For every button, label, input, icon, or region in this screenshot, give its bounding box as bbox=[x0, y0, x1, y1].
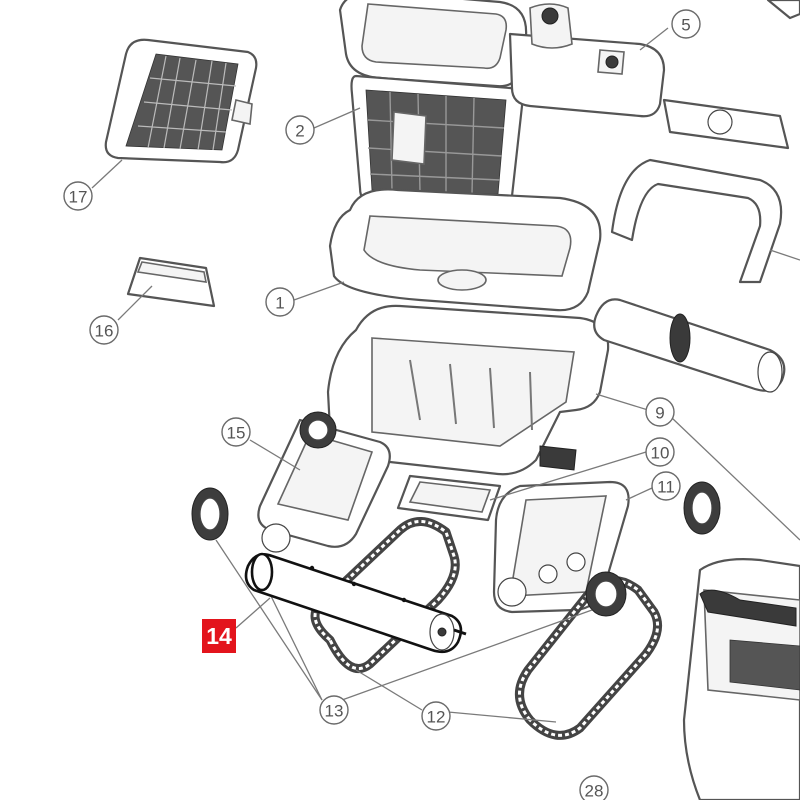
leader-lines bbox=[91, 27, 800, 723]
callout-circle bbox=[285, 115, 315, 145]
callout-circle bbox=[645, 397, 675, 427]
callout-circle bbox=[221, 417, 251, 447]
callout-9: 9 bbox=[645, 397, 675, 427]
callout-number: 2 bbox=[295, 122, 304, 141]
callout-circle bbox=[89, 315, 119, 345]
callout-number: 28 bbox=[585, 782, 604, 800]
callout-15: 15 bbox=[221, 417, 251, 447]
callout-circle bbox=[651, 471, 681, 501]
callout-circle bbox=[265, 287, 295, 317]
callout-13: 13 bbox=[319, 695, 349, 725]
callout-circle bbox=[579, 775, 609, 800]
callout-16: 16 bbox=[89, 315, 119, 345]
callout-10: 10 bbox=[645, 437, 675, 467]
handle-part bbox=[610, 158, 783, 284]
callout-number: 9 bbox=[655, 404, 664, 423]
callout-number: 16 bbox=[95, 322, 114, 341]
callout-17: 17 bbox=[63, 181, 93, 211]
callout-number: 17 bbox=[69, 188, 88, 207]
callout-number: 13 bbox=[325, 702, 344, 721]
callout-number: 10 bbox=[651, 444, 670, 463]
wheel-right-part bbox=[683, 481, 721, 535]
callout-circle bbox=[319, 695, 349, 725]
callout-5: 5 bbox=[671, 9, 701, 39]
wedge-part bbox=[126, 256, 216, 308]
callout-circle bbox=[671, 9, 701, 39]
callout-28: 28 bbox=[579, 775, 609, 800]
callout-circle bbox=[421, 701, 451, 731]
callout-circle bbox=[63, 181, 93, 211]
assembled-unit-part bbox=[682, 558, 800, 800]
motor-cover-part bbox=[508, 0, 800, 150]
wheel-left-part bbox=[191, 487, 229, 541]
callout-1: 1 bbox=[265, 287, 295, 317]
side-frame-left-part bbox=[257, 411, 391, 553]
highlighted-part-number: 14 bbox=[202, 619, 236, 653]
callout-number: 12 bbox=[427, 708, 446, 727]
filter-basket-part bbox=[338, 0, 528, 214]
roller-14-part bbox=[244, 552, 467, 654]
roller-right-part bbox=[593, 298, 786, 393]
callout-number: 1 bbox=[275, 294, 284, 313]
top-shell-part bbox=[328, 188, 602, 312]
callout-12: 12 bbox=[421, 701, 451, 731]
callout-number: 5 bbox=[681, 16, 690, 35]
callout-2: 2 bbox=[285, 115, 315, 145]
plate-part bbox=[396, 474, 502, 522]
filter-panel-part bbox=[104, 38, 258, 164]
callout-11: 11 bbox=[651, 471, 681, 501]
callout-number: 15 bbox=[227, 424, 246, 443]
callout-circle bbox=[645, 437, 675, 467]
chassis-part bbox=[326, 304, 610, 476]
callout-number: 11 bbox=[657, 478, 675, 497]
